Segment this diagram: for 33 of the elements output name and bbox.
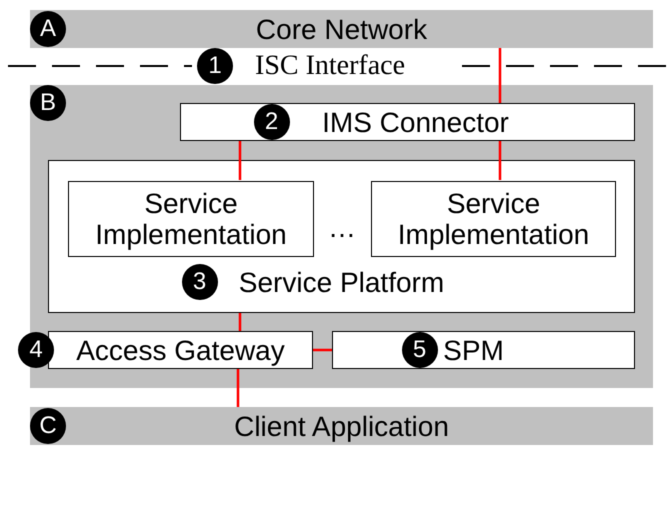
callout-number: 4: [18, 332, 54, 368]
callout-number: 1: [197, 48, 233, 84]
component-label: Service Implementation: [94, 188, 288, 250]
connector-line: [238, 141, 242, 180]
component-label: Service Platform: [238, 267, 444, 298]
component-box: [371, 181, 616, 257]
ellipsis: …: [328, 212, 356, 244]
interface-label: ISC Interface: [255, 50, 406, 82]
callout-number: 3: [182, 264, 218, 300]
component-box: [68, 181, 314, 257]
callout-number: C: [30, 408, 66, 444]
connector-line: [498, 48, 502, 103]
component-label: Service Implementation: [396, 188, 590, 250]
component-box: [332, 331, 635, 369]
layer-band: [30, 407, 653, 445]
component-label: SPM: [443, 334, 504, 366]
connector-line: [498, 141, 502, 180]
callout-number: 5: [402, 332, 438, 368]
layer-band: [30, 85, 653, 388]
component-label: Client Application: [234, 410, 449, 442]
component-box: [180, 103, 635, 141]
connector-line: [236, 369, 240, 407]
component-label: Core Network: [256, 14, 428, 44]
callout-number: B: [30, 85, 66, 121]
layer-band: [30, 10, 653, 48]
callout-number: 2: [254, 104, 290, 140]
connector-line: [313, 348, 332, 352]
callout-number: A: [30, 11, 66, 47]
connector-line: [238, 313, 242, 331]
component-label: IMS Connector: [322, 106, 509, 138]
component-box: [48, 160, 635, 313]
component-label: Access Gateway: [76, 334, 285, 366]
component-box: [48, 331, 313, 369]
